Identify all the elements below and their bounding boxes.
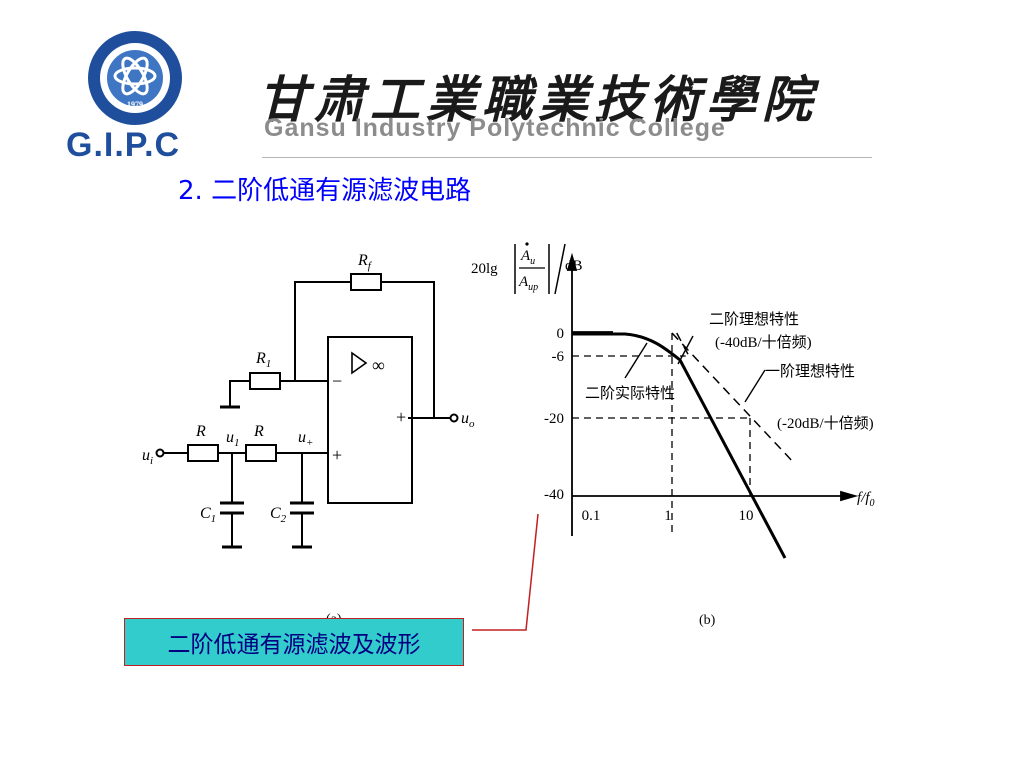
label-ui: ui — [142, 447, 153, 467]
label-r-second: R — [253, 423, 264, 440]
ylabel-prefix: 20lg — [471, 261, 498, 277]
label-r-first: R — [195, 423, 206, 440]
resistor-rf — [350, 273, 382, 291]
feedback-wire-left — [294, 281, 351, 381]
x-tick-label: 10 — [739, 508, 754, 524]
label-r1: R1 — [255, 350, 271, 370]
output-terminal — [449, 413, 459, 423]
capacitor-c1 — [220, 501, 244, 515]
x-axis-label: f/f0 — [857, 490, 875, 509]
ylabel-unit: dB — [565, 258, 583, 274]
college-name-english: Gansu Industry Polytechnic College — [264, 114, 726, 142]
ylabel-slash — [554, 243, 566, 295]
capacitor-c2 — [290, 501, 314, 515]
annotation-first-ideal: 一阶理想特性 — [765, 363, 855, 380]
ylabel-denominator: Aup — [518, 274, 538, 293]
y-tick-label: 0 — [557, 326, 565, 342]
label-c1: C1 — [200, 505, 216, 525]
noninverting-sign: + — [332, 445, 342, 465]
logo-core — [107, 50, 163, 106]
leader-second-actual — [624, 342, 648, 379]
leader-first-ideal — [744, 369, 766, 403]
bode-plot: 0 -6 -20 -40 0.1 1 10 f/f0 20lg Au Aup dB 二阶理想特… — [471, 242, 875, 628]
caption-text: 二阶低通有源滤波及波形 — [167, 632, 421, 658]
label-uplus: u+ — [298, 429, 313, 449]
college-name-chinese: 甘肃工業職業技術學院 — [258, 70, 818, 129]
y-tick-label: -6 — [552, 349, 565, 365]
circuit-diagram: Rf R1 R R u1 u+ ui uo C1 C2 ∞ − + + (a) — [142, 252, 475, 625]
second-order-actual-curve — [572, 332, 787, 559]
y-axis-arrowhead — [566, 252, 578, 271]
label-uo: uo — [461, 410, 475, 430]
first-order-ideal-line — [671, 332, 796, 465]
resistor-r1 — [249, 372, 281, 390]
annotation-second-actual: 二阶实际特性 — [585, 385, 675, 402]
ylabel-dot — [525, 242, 529, 246]
x-tick-label: 0.1 — [582, 508, 601, 524]
x-tick-label: 1 — [664, 508, 672, 524]
y-axis-label: 20lg Au Aup dB — [471, 242, 583, 295]
r1-ground-wire — [229, 380, 250, 407]
label-rf: Rf — [357, 252, 373, 272]
label-c2: C2 — [270, 505, 287, 525]
inverting-sign: − — [332, 371, 342, 391]
caption-box: 二阶低通有源滤波及波形 — [124, 618, 464, 666]
ylabel-numerator: Au — [520, 248, 535, 267]
annotation-second-ideal: 二阶理想特性 — [709, 311, 799, 328]
output-sign: + — [396, 407, 406, 427]
annotation-second-slope: (-40dB/十倍频) — [715, 334, 812, 351]
slide-title: 2. 二阶低通有源滤波电路 — [178, 176, 472, 206]
feedback-wire-right — [381, 281, 435, 419]
resistor-r-second — [245, 444, 277, 462]
resistor-r-first — [187, 444, 219, 462]
logo-abbreviation: G.I.P.C — [66, 126, 181, 164]
input-terminal — [155, 448, 165, 458]
panel-label-b: (b) — [699, 613, 716, 628]
second-order-ideal-line — [676, 332, 691, 359]
x-axis-arrowhead — [840, 490, 859, 502]
atom-icon — [113, 56, 157, 96]
caption-leader-line — [472, 513, 539, 631]
y-tick-label: -40 — [544, 487, 564, 503]
opamp-gain-symbol: ∞ — [372, 355, 385, 375]
y-tick-label: -20 — [544, 411, 564, 427]
label-u1: u1 — [226, 429, 240, 449]
logo-year: 1979 — [127, 100, 143, 109]
header-divider — [262, 157, 872, 158]
leader-second-ideal — [677, 335, 694, 365]
opamp-triangle-icon — [351, 351, 368, 375]
opamp-body — [327, 336, 413, 504]
college-logo: 1979 — [88, 31, 182, 125]
annotation-first-slope: (-20dB/十倍频) — [777, 415, 874, 432]
